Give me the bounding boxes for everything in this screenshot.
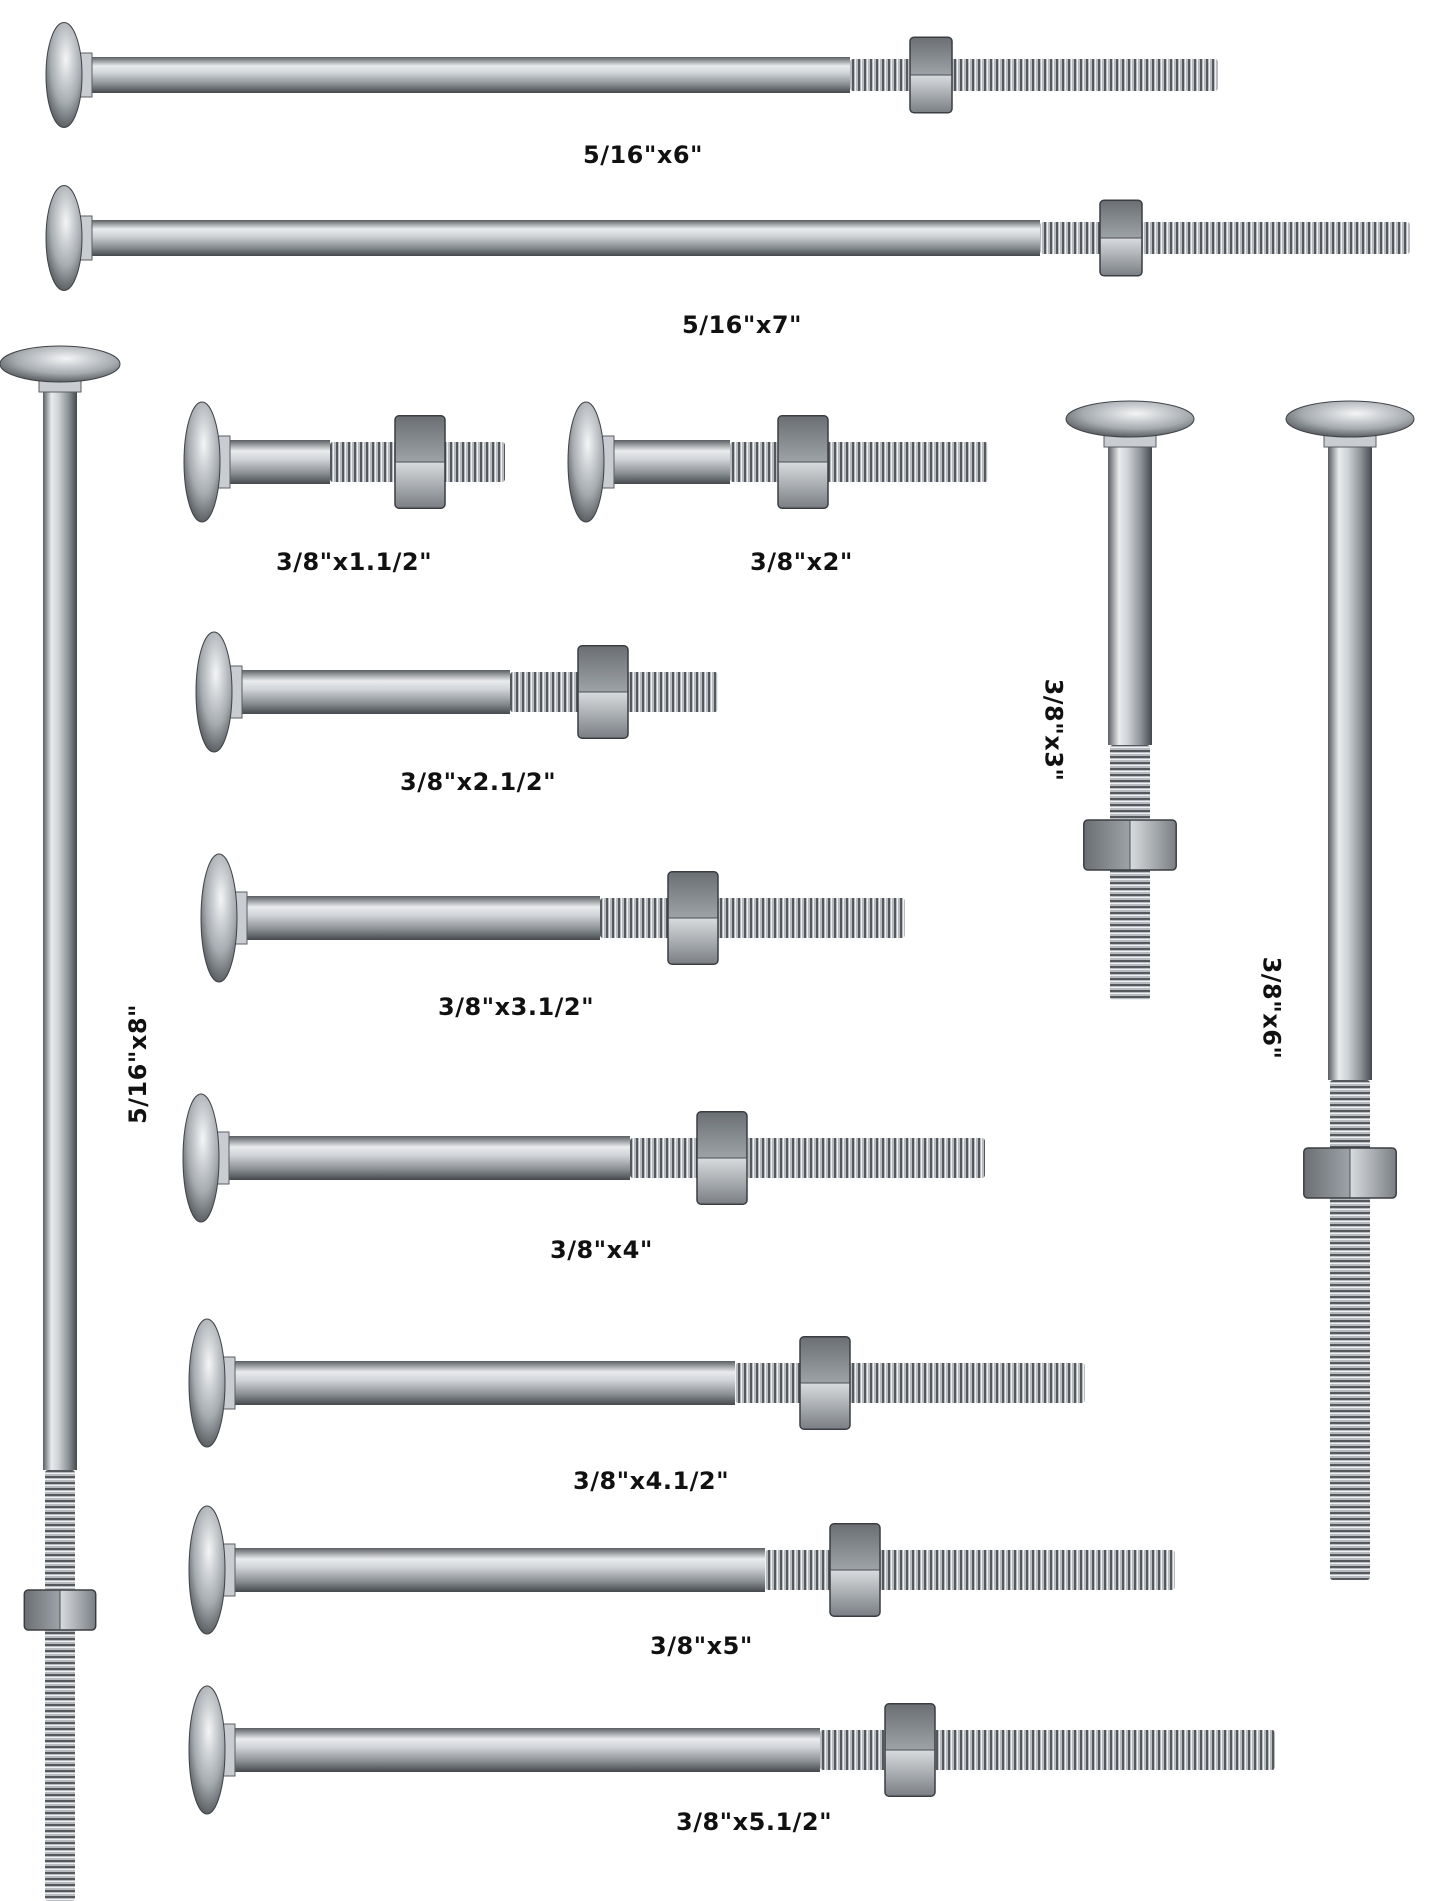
bolt-3-8x1-1-2: [183, 401, 505, 523]
bolt-5-16x6: [45, 22, 1218, 128]
bolt-label-3-8x5-1-2: 3/8"x5.1/2": [676, 1808, 833, 1836]
bolt-label-3-8x2-1-2: 3/8"x2.1/2": [400, 768, 557, 796]
bolt-label-3-8x1-1-2: 3/8"x1.1/2": [276, 548, 433, 576]
bolt-5-16x7: [45, 185, 1410, 291]
bolt-3-8x6: [1285, 400, 1415, 1580]
bolt-label-3-8x4: 3/8"x4": [550, 1236, 653, 1264]
bolt-5-16x8: [0, 345, 121, 1901]
bolt-3-8x4-1-2: [188, 1318, 1085, 1448]
bolt-label-3-8x2: 3/8"x2": [750, 548, 853, 576]
bolt-label-3-8x3: 3/8"x3": [1039, 678, 1068, 782]
bolt-label-3-8x5: 3/8"x5": [650, 1632, 753, 1660]
bolt-label-5-16x6: 5/16"x6": [583, 141, 704, 169]
bolt-3-8x3-1-2: [200, 853, 905, 983]
bolt-3-8x3: [1065, 400, 1195, 1000]
bolt-label-3-8x4-1-2: 3/8"x4.1/2": [573, 1467, 730, 1495]
bolt-label-3-8x3-1-2: 3/8"x3.1/2": [438, 993, 595, 1021]
bolt-label-3-8x6: 3/8"x6": [1257, 956, 1286, 1060]
bolt-3-8x2: [567, 401, 988, 523]
bolt-label-5-16x8: 5/16"x8": [124, 1003, 153, 1125]
bolt-3-8x5-1-2: [188, 1685, 1275, 1815]
bolt-3-8x4: [182, 1093, 985, 1223]
bolt-3-8x2-1-2: [195, 631, 718, 753]
bolt-label-5-16x7: 5/16"x7": [682, 311, 803, 339]
bolt-3-8x5: [188, 1505, 1175, 1635]
